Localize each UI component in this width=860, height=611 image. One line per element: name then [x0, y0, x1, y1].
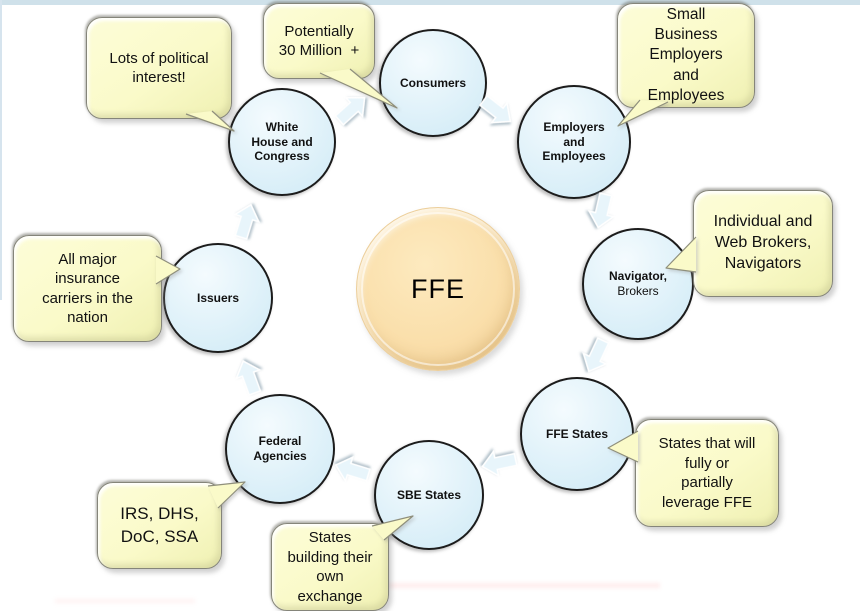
flow-arrow-icon	[334, 96, 366, 126]
node-label: Federal Agencies	[253, 434, 307, 463]
node-federal-agencies: Federal Agencies	[225, 394, 335, 504]
callout-irs-dhs-doc-ssa: IRS, DHS, DoC, SSA	[97, 482, 222, 569]
flow-arrow-icon	[481, 449, 518, 478]
left-border	[0, 0, 2, 300]
callout-small-business: Small Business Employers and Employees	[617, 3, 755, 108]
callout-insurance-carriers: All major insurance carriers in the nati…	[13, 235, 162, 342]
node-ffe-label: FFE	[411, 273, 465, 304]
callout-text: Potentially 30 Million +	[278, 22, 360, 60]
callout-text: All major insurance carriers in the nati…	[42, 250, 133, 327]
callout-text: IRS, DHS, DoC, SSA	[120, 504, 199, 546]
node-sbe-states: SBE States	[374, 440, 484, 550]
node-sublabel: Brokers	[617, 284, 659, 298]
callout-text: Lots of political interest!	[109, 49, 209, 87]
node-issuers: Issuers	[163, 243, 273, 353]
callout-text: States building their own exchange	[287, 529, 373, 605]
node-ffe-center: FFE	[356, 207, 520, 371]
callout-own-exchange: States building their own exchange	[271, 523, 389, 611]
node-white-house-congress: White House and Congress	[228, 88, 336, 196]
top-border	[0, 0, 860, 5]
flow-arrow-icon	[232, 203, 261, 241]
node-consumers: Consumers	[379, 29, 487, 137]
callout-leverage-ffe: States that will fully or partially leve…	[635, 419, 779, 527]
artifact-smudge	[330, 583, 660, 588]
node-label: Employers and Employees	[542, 120, 606, 164]
node-label: FFE States	[545, 426, 608, 441]
node-label: White House and Congress	[251, 120, 313, 164]
callout-text: States that will fully or partially leve…	[658, 435, 756, 511]
artifact-smudge	[55, 599, 195, 603]
flow-arrow-icon	[587, 192, 616, 229]
node-employers-employees: Employers and Employees	[517, 85, 631, 199]
callout-political-interest: Lots of political interest!	[86, 17, 232, 119]
node-label: Consumers	[399, 75, 467, 90]
callout-text: Individual and Web Brokers, Navigators	[713, 213, 813, 272]
node-label: Issuers	[196, 290, 240, 305]
callout-text: Small Business Employers and Employees	[647, 6, 725, 104]
flow-arrow-icon	[334, 455, 372, 484]
flow-arrow-icon	[582, 336, 610, 373]
node-navigator-brokers: Navigator, Brokers	[582, 228, 694, 340]
callout-individual-web-brokers: Individual and Web Brokers, Navigators	[693, 190, 833, 297]
flow-arrow-icon	[234, 359, 262, 397]
node-label: SBE States	[396, 487, 462, 502]
node-label: Navigator,	[608, 269, 668, 284]
node-ffe-states: FFE States	[520, 377, 634, 491]
callout-potentially-30-million: Potentially 30 Million +	[263, 3, 375, 79]
